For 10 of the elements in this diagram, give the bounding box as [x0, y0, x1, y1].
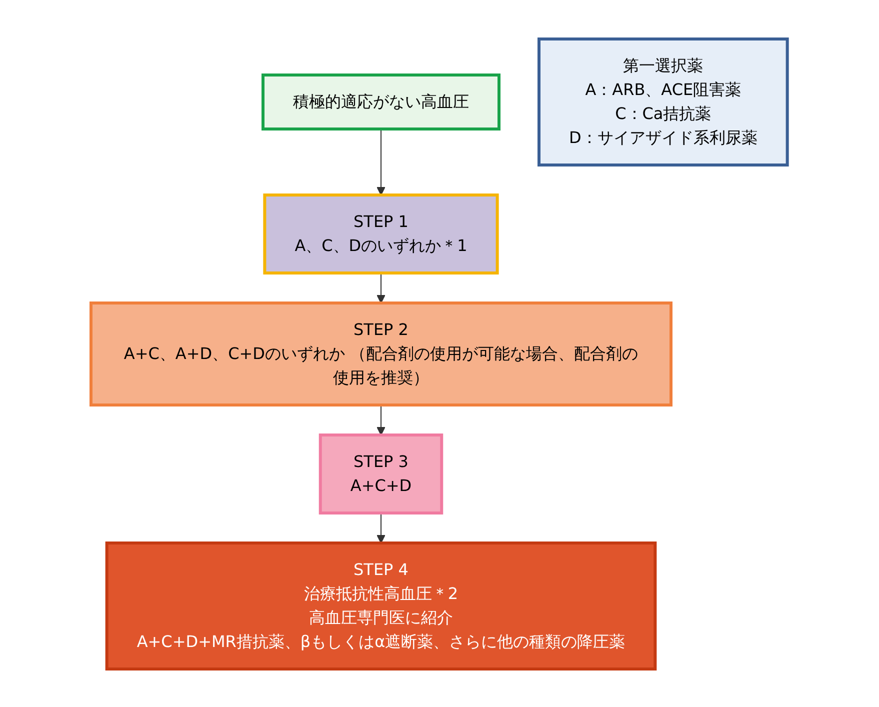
- node-box: STEP 3 A+C+D: [319, 433, 444, 514]
- arrow: [376, 128, 386, 195]
- arrow: [376, 272, 386, 303]
- node-box: 第一選択薬 A：ARB、ACE阻害薬 C：Ca拮抗薬 D：サイアザイド系利尿薬: [538, 37, 790, 166]
- node-box: STEP 4 治療抵抗性高血圧＊2 高血圧専門医に紹介 A+C+D+MR措抗薬、βもしくはα遮断薬、さらに他の種類の降圧薬: [106, 541, 657, 670]
- node-box: 積極的適応がない高血圧: [262, 73, 501, 130]
- node-box: STEP 2 A+C、A+D、C+Dのいずれか （配合剤の使用が可能な場合、配合剤の使用を推奨）: [90, 301, 673, 406]
- arrow: [376, 512, 386, 543]
- node-box: STEP 1 A、C、Dのいずれか＊1: [264, 193, 500, 274]
- arrow: [376, 404, 386, 435]
